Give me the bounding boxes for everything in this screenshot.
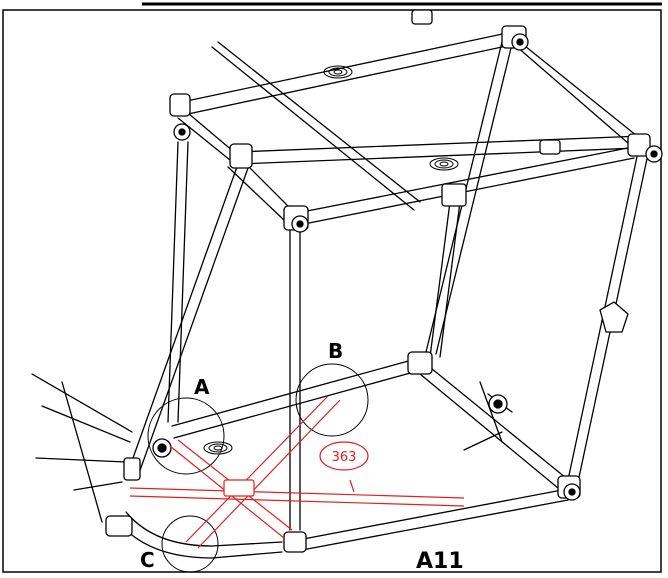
spring-top (323, 65, 353, 79)
plate-side-right (599, 301, 629, 333)
joint-bottom-rear-right (407, 351, 433, 375)
clamp-top (411, 9, 433, 25)
figure-code: A11 (416, 549, 464, 574)
detail-circle-c (161, 515, 219, 573)
dimension-label: 363 (332, 450, 357, 465)
page-border (2, 9, 662, 573)
callout-label-c: C (140, 548, 155, 572)
detail-circle-a (147, 397, 225, 475)
cross-brace (129, 395, 465, 549)
brace-centre-plate (223, 479, 255, 497)
joint-front-top-right (627, 133, 651, 157)
callout-label-b: B (328, 339, 343, 363)
spring-plates (203, 65, 459, 455)
plate-right (441, 183, 467, 207)
joint-front-top-left (229, 143, 253, 169)
joint-rear-top-left (169, 93, 191, 117)
joint-bottom-left (123, 457, 141, 481)
callout-label-a: A (194, 375, 210, 399)
detail-circles (147, 363, 369, 573)
caster-wheels (152, 33, 663, 501)
spring-bottom (203, 441, 233, 455)
joint-bottom-front-left (105, 515, 133, 537)
joint-bottom-front-middle (283, 531, 307, 553)
detail-circle-b (295, 363, 369, 437)
dimension-bubble (319, 441, 369, 471)
spring-middle (429, 157, 459, 171)
clamp-right (539, 139, 561, 155)
